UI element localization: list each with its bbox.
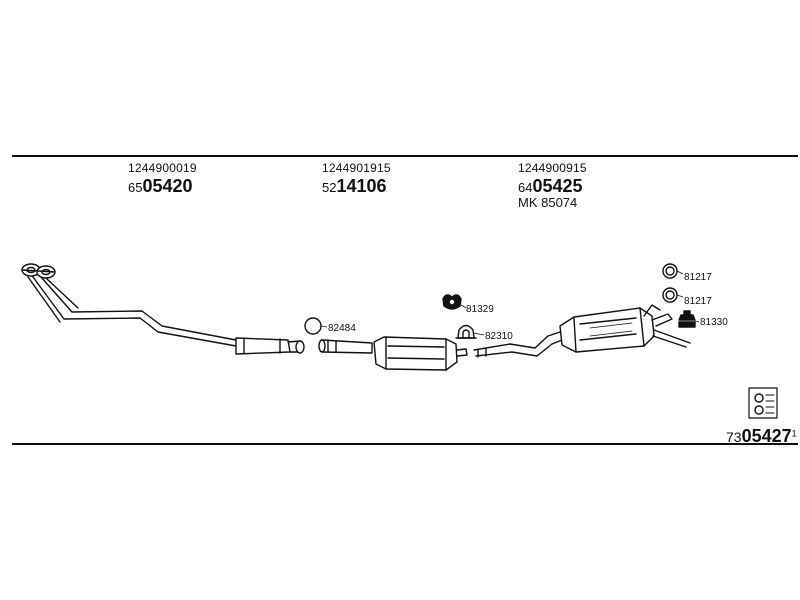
reference-suffix: 1: [791, 428, 797, 439]
part-number-rear-silencer: 6405425: [518, 177, 583, 195]
oem-number-front-pipe: 1244900019: [128, 161, 197, 175]
rear-silencer-icon: [559, 304, 691, 353]
reference-prefix: 73: [726, 429, 742, 445]
bottom-divider: [12, 443, 798, 445]
middle-silencer-icon: [318, 336, 468, 371]
part-number-middle-silencer: 5214106: [322, 177, 387, 195]
reference-main: 05427: [741, 426, 792, 446]
mounting-kit-number: MK 85074: [518, 195, 578, 210]
o-ring-number-middle: 81217: [684, 296, 712, 307]
part-main-number: 14106: [336, 176, 387, 196]
clamp-ring-number: 82484: [328, 323, 356, 334]
rubber-hanger-icon: [442, 294, 462, 310]
front-pipe-flange-icon: [21, 263, 56, 279]
part-prefix: 65: [128, 180, 143, 195]
part-number-front-pipe: 6505420: [128, 177, 193, 195]
part-prefix: 52: [322, 180, 337, 195]
rear-pipe-icon: [473, 331, 563, 358]
o-ring-number-top: 81217: [684, 272, 712, 283]
part-prefix: 64: [518, 180, 533, 195]
u-clamp-icon: [455, 324, 477, 339]
part-main-number: 05420: [142, 176, 193, 196]
rubber-mount-icon: [678, 310, 696, 328]
diagram-reference-number: 73054271: [726, 426, 797, 447]
o-ring-icon: [662, 263, 678, 279]
oem-number-rear-silencer: 1244900915: [518, 161, 587, 175]
oem-number-middle-silencer: 1244901915: [322, 161, 391, 175]
u-clamp-number: 82310: [485, 331, 513, 342]
front-pipe-icon: [27, 276, 237, 347]
top-divider: [12, 155, 798, 157]
clamp-ring-icon: [304, 317, 322, 335]
reference-symbol-icon: [748, 387, 778, 419]
rubber-hanger-number: 81329: [466, 304, 494, 315]
rubber-mount-number: 81330: [700, 317, 728, 328]
front-connector-icon: [235, 337, 305, 355]
part-main-number: 05425: [532, 176, 583, 196]
o-ring-icon: [662, 287, 678, 303]
